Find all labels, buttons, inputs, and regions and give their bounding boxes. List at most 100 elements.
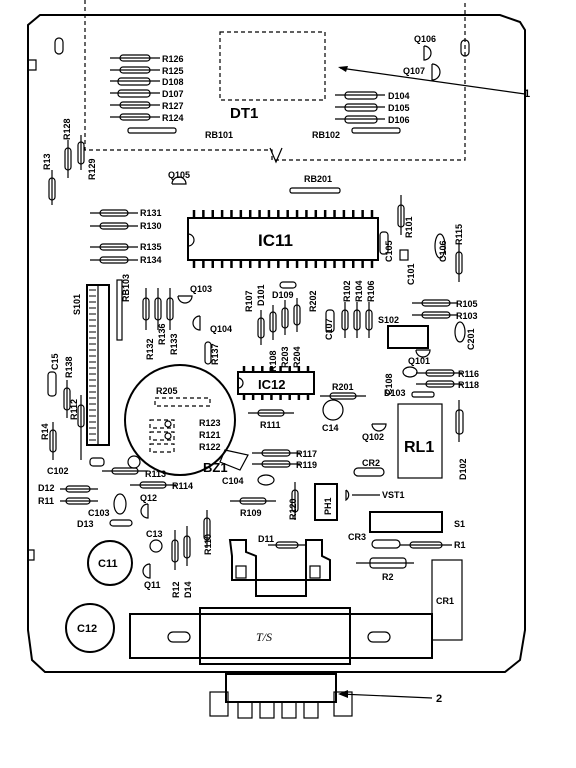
label-d101: D101 <box>256 284 266 306</box>
diode-bank-right <box>335 91 401 134</box>
label-r203: R203 <box>280 346 290 368</box>
relay-rl1 <box>397 403 443 479</box>
ic12-label: IC12 <box>258 377 285 392</box>
label-r136: R136 <box>157 323 167 345</box>
label-r103: R103 <box>456 311 478 321</box>
label-d102: D102 <box>458 458 468 480</box>
label-q104: Q104 <box>210 324 232 334</box>
label-r101: R101 <box>404 216 414 238</box>
label-r128: R128 <box>62 118 72 140</box>
label-d14: D14 <box>183 581 193 598</box>
label-r137: R137 <box>210 343 220 365</box>
label-r113: R113 <box>145 469 166 479</box>
resistors-middle-column <box>257 281 373 345</box>
label-r121: R121 <box>199 430 221 440</box>
label-d108: D108 <box>162 77 184 87</box>
transistor-q12 <box>140 503 149 519</box>
label-r109: R109 <box>240 508 262 518</box>
label-r130: R130 <box>140 221 162 231</box>
connector-s102 <box>387 325 429 349</box>
label-q12: Q12 <box>140 493 157 503</box>
label-r202: R202 <box>308 290 318 312</box>
label-r114: R114 <box>172 481 193 491</box>
label-r122: R122 <box>199 442 221 452</box>
capacitor-c108 <box>402 366 418 378</box>
label-d109: D109 <box>272 290 294 300</box>
label-q102: Q102 <box>362 432 384 442</box>
label-r116: R116 <box>458 369 479 379</box>
capacitor-c13 <box>149 539 163 553</box>
label-r120: R120 <box>288 498 298 520</box>
label-c105: C105 <box>384 240 394 262</box>
resistor-bank-top <box>110 54 177 134</box>
leader-arrow-2 <box>338 690 348 698</box>
connector-s1 <box>369 511 443 533</box>
resistors-left-vertical <box>48 135 85 205</box>
board-notch-left-lower <box>28 549 35 561</box>
label-c108: C108 <box>384 373 394 395</box>
label-ph1: PH1 <box>323 497 333 515</box>
label-r117: R117 <box>296 449 317 459</box>
bz1-label: BZ1 <box>203 460 228 475</box>
label-r115: R115 <box>454 224 464 245</box>
label-c107: C107 <box>324 318 334 340</box>
label-r123: R123 <box>199 418 221 428</box>
transistor-q106 <box>423 45 432 61</box>
label-q103: Q103 <box>190 284 212 294</box>
label-d106: D106 <box>388 115 410 125</box>
resistors-r116-r118 <box>411 369 462 398</box>
label-q105: Q105 <box>168 170 190 180</box>
label-rb101: RB101 <box>205 130 233 140</box>
board-notch <box>28 59 37 71</box>
label-r133: R133 <box>169 333 179 355</box>
label-s1: S1 <box>454 519 465 529</box>
label-r14: R14 <box>40 423 50 440</box>
label-c201: C201 <box>466 328 476 350</box>
label-r110: R110 <box>203 534 213 555</box>
diode-cr2 <box>353 467 385 477</box>
label-r106: R106 <box>366 280 376 302</box>
resistor-network-rb201 <box>289 187 341 194</box>
capacitor-c14 <box>322 399 344 421</box>
transformer-assembly <box>129 539 433 719</box>
label-c106: C106 <box>438 240 448 262</box>
ic11-chip <box>187 210 379 268</box>
label-r201: R201 <box>332 382 354 392</box>
callout-1: 1 <box>524 88 530 100</box>
resistors-r103-r105 <box>412 299 458 319</box>
diode-d13 <box>109 519 133 527</box>
resistors-r12-d14 <box>171 526 191 570</box>
label-r119: R119 <box>296 460 317 470</box>
label-q106: Q106 <box>414 34 436 44</box>
capacitor-c201 <box>454 321 466 343</box>
label-cr3: CR3 <box>348 532 366 542</box>
capacitor-c106 <box>434 233 446 259</box>
rl1-label: RL1 <box>404 439 434 456</box>
label-r125: R125 <box>162 66 184 76</box>
capacitor-c105 <box>379 231 389 255</box>
label-c15: C15 <box>50 353 60 370</box>
label-r107: R107 <box>244 290 254 312</box>
label-q101: Q101 <box>408 356 430 366</box>
display-area-outline <box>84 0 466 161</box>
label-d105: D105 <box>388 103 410 113</box>
capacitor-c12 <box>65 603 115 653</box>
transformer-mark: T/S <box>256 630 272 644</box>
label-r205: R205 <box>156 386 178 396</box>
resistors-r132-r133 <box>142 288 174 330</box>
label-c101: C101 <box>406 263 416 285</box>
label-r135: R135 <box>140 242 162 252</box>
label-r108: R108 <box>268 350 278 372</box>
label-d103: D103 <box>384 388 406 398</box>
label-r129: R129 <box>87 158 97 180</box>
label-r12: R12 <box>171 581 181 598</box>
resistors-r130-r135 <box>90 209 138 264</box>
photocoupler-ph1 <box>314 483 338 521</box>
label-d13: D13 <box>77 519 94 529</box>
display-module-dt1 <box>219 31 326 101</box>
transistor-q11 <box>142 563 151 579</box>
varistor-vst1 <box>345 489 350 502</box>
label-d104: D104 <box>388 91 410 101</box>
label-r112: R112 <box>69 399 79 420</box>
leader-line-2 <box>339 693 433 699</box>
